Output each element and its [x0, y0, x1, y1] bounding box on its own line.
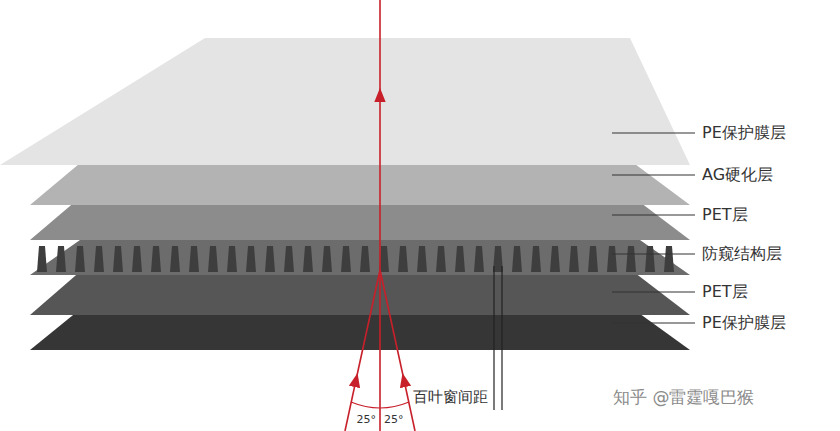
- louver-tooth: [512, 246, 522, 272]
- louver-tooth: [569, 246, 579, 272]
- angle-label: 25°: [356, 413, 378, 426]
- louver-tooth: [170, 246, 180, 272]
- layer-label: AG硬化层: [702, 165, 773, 184]
- louver-tooth: [550, 246, 560, 272]
- louver-tooth: [284, 246, 294, 272]
- louver-tooth: [626, 246, 636, 272]
- layer-label: PET层: [702, 282, 748, 301]
- louver-tooth: [474, 246, 484, 272]
- angle-label: 25°: [383, 413, 405, 426]
- louver-tooth: [398, 246, 408, 272]
- leader-lines: [612, 133, 695, 323]
- louver-tooth: [455, 246, 465, 272]
- louver-tooth: [360, 246, 370, 272]
- louver-tooth: [607, 246, 617, 272]
- layer-label: 防窥结构层: [702, 244, 782, 263]
- louver-teeth: [37, 246, 674, 272]
- louver-tooth: [341, 246, 351, 272]
- louver-tooth: [645, 246, 655, 272]
- louver-tooth: [265, 246, 275, 272]
- louver-tooth: [588, 246, 598, 272]
- layer-label: PE保护膜层: [702, 313, 786, 332]
- louver-tooth: [75, 246, 85, 272]
- louver-tooth: [132, 246, 142, 272]
- louver-tooth: [208, 246, 218, 272]
- louver-tooth: [417, 246, 427, 272]
- louver-tooth: [436, 246, 446, 272]
- louver-tooth: [151, 246, 161, 272]
- louver-tooth: [246, 246, 256, 272]
- louver-tooth: [94, 246, 104, 272]
- louver-tooth: [189, 246, 199, 272]
- light-rays: [345, 0, 415, 431]
- layer-label: PET层: [702, 205, 748, 224]
- louver-tooth: [227, 246, 237, 272]
- pitch-marks: [494, 266, 502, 410]
- pe-top-layer: [0, 38, 690, 165]
- louver-tooth: [322, 246, 332, 272]
- watermark: 知乎 @雷霆嘎巴猴: [613, 387, 754, 407]
- layer-label: PE保护膜层: [702, 123, 786, 142]
- louver-tooth: [664, 246, 674, 272]
- louver-tooth: [113, 246, 123, 272]
- louver-tooth: [303, 246, 313, 272]
- pitch-label: 百叶窗间距: [413, 388, 488, 406]
- louver-tooth: [531, 246, 541, 272]
- privacy-layer: [30, 240, 690, 275]
- louver-tooth: [56, 246, 66, 272]
- louver-tooth: [37, 246, 47, 272]
